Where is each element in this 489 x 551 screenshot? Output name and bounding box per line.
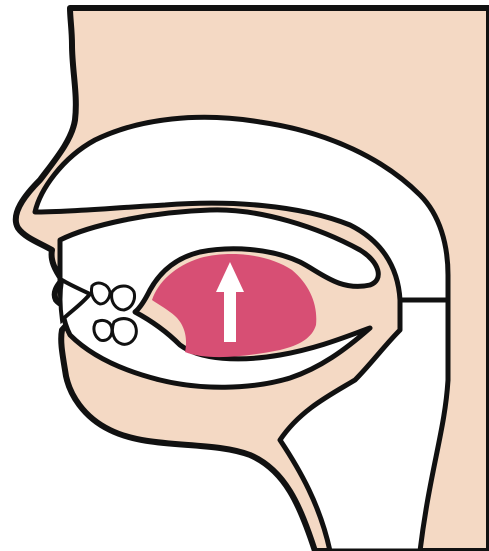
upper-tooth <box>112 286 135 310</box>
arrow-shaft <box>224 286 236 342</box>
lower-tooth <box>94 320 112 340</box>
lower-teeth <box>94 319 136 345</box>
lower-tooth <box>112 319 136 345</box>
upper-tooth <box>91 283 110 304</box>
